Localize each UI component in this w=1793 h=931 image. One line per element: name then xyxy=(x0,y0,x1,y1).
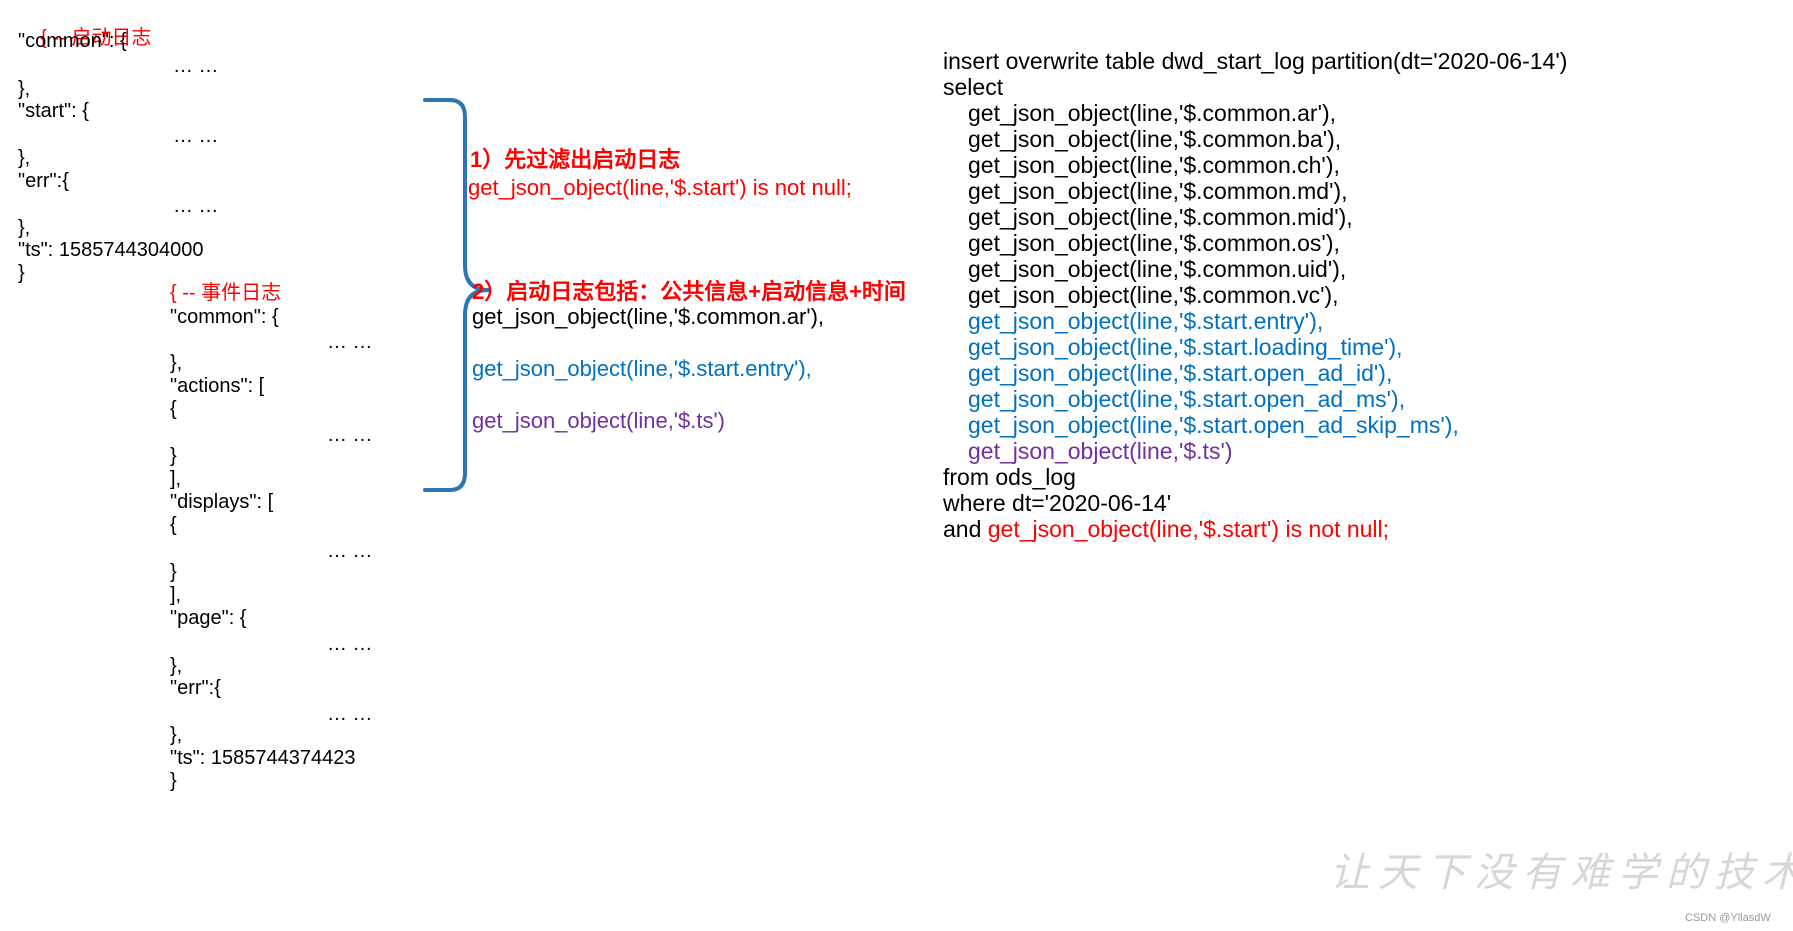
sql-common-field: get_json_object(line,'$.common.vc'), xyxy=(968,282,1339,308)
sql-start-field: get_json_object(line,'$.start.open_ad_ms… xyxy=(968,386,1406,412)
event-log-line: ], xyxy=(170,468,182,490)
sql-start-field: get_json_object(line,'$.start.open_ad_id… xyxy=(968,360,1393,386)
event-log-ellipsis: … … xyxy=(327,540,373,562)
step2-common-code: get_json_object(line,'$.common.ar'), xyxy=(472,304,825,329)
sql-common-field: get_json_object(line,'$.common.uid'), xyxy=(968,256,1347,282)
event-log-ts: "ts": 1585744374423 xyxy=(170,747,356,769)
sql-common-field: get_json_object(line,'$.common.ch'), xyxy=(968,152,1340,178)
sql-select-line: select xyxy=(943,74,1004,100)
start-log-header-text: { -- 启动日志 xyxy=(40,27,152,49)
event-log-ellipsis: … … xyxy=(327,633,373,655)
event-log-line: ], xyxy=(170,584,182,606)
start-log-line: }, xyxy=(18,147,31,169)
event-log-line: }, xyxy=(170,352,183,374)
sql-and-keyword: and xyxy=(943,516,988,542)
step1-title: 1）先过滤出启动日志 xyxy=(470,147,681,172)
start-log-line: "start": { xyxy=(18,100,89,122)
start-log-line: "common": { xyxy=(18,30,127,52)
event-log-line: } xyxy=(170,770,177,792)
sql-start-field: get_json_object(line,'$.start.entry'), xyxy=(968,308,1324,334)
start-log-line: }, xyxy=(18,217,31,239)
start-log-line: } xyxy=(18,262,25,284)
event-log-line: { xyxy=(170,398,177,420)
event-log-line: "err":{ xyxy=(170,677,221,699)
sql-common-field: get_json_object(line,'$.common.ba'), xyxy=(968,126,1342,152)
start-log-ellipsis: … … xyxy=(173,125,219,147)
event-log-ellipsis: … … xyxy=(327,424,373,446)
watermark-text: 让天下没有难学的技术 xyxy=(1330,850,1793,896)
step1-code: get_json_object(line,'$.start') is not n… xyxy=(468,175,852,200)
event-log-line: } xyxy=(170,561,177,583)
credit-text: CSDN @YllasdW xyxy=(1685,912,1771,924)
sql-common-field: get_json_object(line,'$.common.os'), xyxy=(968,230,1340,256)
event-log-ellipsis: … … xyxy=(327,703,373,725)
step2-title: 2）启动日志包括：公共信息+启动信息+时间 xyxy=(472,279,906,304)
start-log-ellipsis: … … xyxy=(173,55,219,77)
curly-brace-icon xyxy=(423,98,490,492)
sql-where-line: where dt='2020-06-14' xyxy=(943,490,1172,516)
sql-and-condition: get_json_object(line,'$.start') is not n… xyxy=(987,516,1390,542)
sql-start-field: get_json_object(line,'$.start.open_ad_sk… xyxy=(968,412,1459,438)
event-log-line: "actions": [ xyxy=(170,375,265,397)
sql-common-field: get_json_object(line,'$.common.mid'), xyxy=(968,204,1353,230)
event-log-line: }, xyxy=(170,724,183,746)
start-log-ellipsis: … … xyxy=(173,195,219,217)
sql-common-field: get_json_object(line,'$.common.md'), xyxy=(968,178,1348,204)
event-log-line: "common": { xyxy=(170,306,279,328)
sql-from-line: from ods_log xyxy=(943,464,1076,490)
event-log-line: "page": { xyxy=(170,607,247,629)
event-log-line: { xyxy=(170,514,177,536)
sql-common-field: get_json_object(line,'$.common.ar'), xyxy=(968,100,1337,126)
sql-and-line: and get_json_object(line,'$.start') is n… xyxy=(943,518,1389,541)
start-log-line: }, xyxy=(18,78,31,100)
event-log-line: } xyxy=(170,445,177,467)
sql-ts-field: get_json_object(line,'$.ts') xyxy=(968,438,1233,464)
event-log-line: "displays": [ xyxy=(170,491,274,513)
step2-ts-code: get_json_object(line,'$.ts') xyxy=(472,408,725,433)
event-log-header: { -- 事件日志 xyxy=(170,282,282,304)
event-log-line: }, xyxy=(170,655,183,677)
start-log-header: { -- 启动日志 xyxy=(18,8,151,68)
sql-start-field: get_json_object(line,'$.start.loading_ti… xyxy=(968,334,1403,360)
start-log-ts: "ts": 1585744304000 xyxy=(18,239,204,261)
step2-start-code: get_json_object(line,'$.start.entry'), xyxy=(472,356,812,381)
event-log-ellipsis: … … xyxy=(327,331,373,353)
sql-insert-line: insert overwrite table dwd_start_log par… xyxy=(943,48,1568,74)
start-log-line: "err":{ xyxy=(18,170,69,192)
